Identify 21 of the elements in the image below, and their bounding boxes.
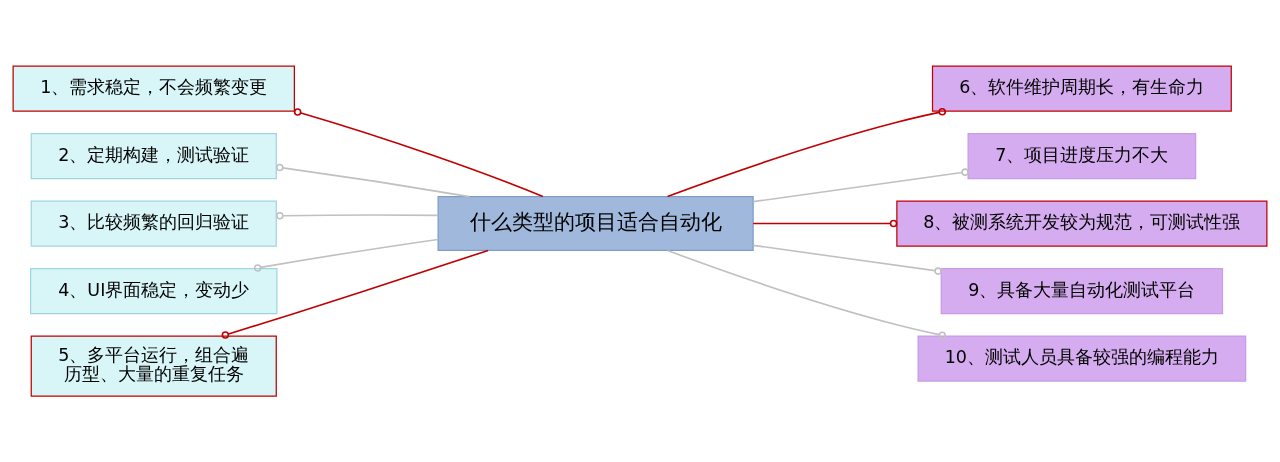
node-box: 4、UI界面稳定，变动少 <box>30 267 278 315</box>
connector <box>253 238 439 272</box>
connector <box>752 244 942 275</box>
node-box: 7、项目进度压力不大 <box>967 132 1197 180</box>
node-box: 6、软件维护周期长，有生命力 <box>931 65 1232 112</box>
node-box: 10、测试人员具备较强的编程能力 <box>917 335 1247 382</box>
node-box: 2、定期构建，测试验证 <box>30 132 277 180</box>
connector <box>276 212 439 220</box>
node-box: 9、具备大量自动化测试平台 <box>940 267 1224 315</box>
connector <box>666 107 947 198</box>
connector <box>275 163 471 198</box>
node-box: 什么类型的项目适合自动化 <box>437 196 754 251</box>
connector <box>752 219 898 228</box>
connector <box>221 249 489 339</box>
connector <box>752 168 969 203</box>
node-box: 1、需求稳定，不会频繁变更 <box>12 65 295 112</box>
node-box: 5、多平台运行，组合遍历型、大量的重复任务 <box>30 335 277 397</box>
node-box: 3、比较频繁的回归验证 <box>30 200 277 247</box>
connector <box>293 108 544 198</box>
connector <box>666 249 947 340</box>
node-box: 8、被测系统开发较为规范，可测试性强 <box>896 200 1268 247</box>
